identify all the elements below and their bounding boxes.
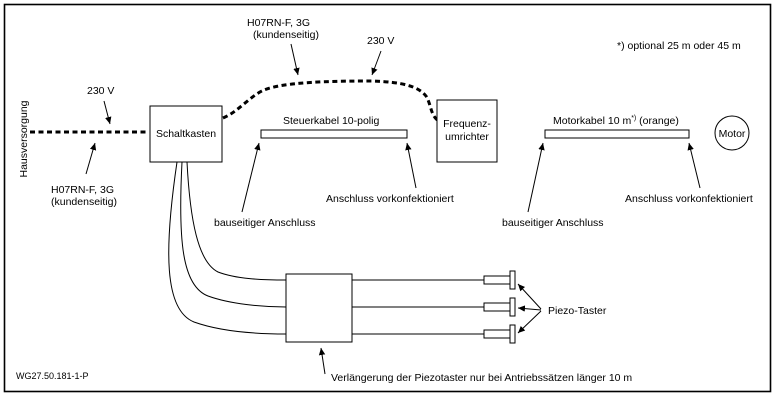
cable-left-type: H07RN-F, 3G xyxy=(51,184,114,196)
motor-cable-text: Motorkabel 10 m xyxy=(553,115,631,127)
site-connection-label-1: bauseitiger Anschluss xyxy=(214,217,316,229)
extension-box xyxy=(285,273,353,343)
piezo-button-3 xyxy=(483,324,516,344)
piezo-arrow-3 xyxy=(517,310,542,334)
extension-note: Verlängerung der Piezotaster nur bei Ant… xyxy=(331,372,632,384)
motor-cable xyxy=(544,129,690,139)
piezo-buttons-label: Piezo-Taster xyxy=(548,305,607,317)
piezo-cable-1 xyxy=(186,161,287,281)
piezo-cable-2 xyxy=(180,161,287,308)
site-connection-arrow-2 xyxy=(527,142,545,213)
optional-length-note: *) optional 25 m oder 45 m xyxy=(617,40,741,52)
piezo-button-1 xyxy=(483,270,516,290)
house-supply-label: Hausversorgung xyxy=(18,100,30,177)
control-cable xyxy=(260,129,408,139)
preassembled-arrow-1 xyxy=(405,142,417,189)
motor-cable-label: Motorkabel 10 m*) (orange) xyxy=(553,115,679,127)
voltage-top-arrow xyxy=(371,50,382,76)
diagram-frame xyxy=(3,3,772,393)
frequency-converter xyxy=(436,99,498,163)
power-cable-converter xyxy=(222,79,441,124)
site-connection-label-2: bauseitiger Anschluss xyxy=(502,217,604,229)
converter-label-line2: umrichter xyxy=(445,131,489,143)
cable-top-type: H07RN-F, 3G xyxy=(247,17,310,29)
cable-top-arrow xyxy=(290,43,300,76)
site-connection-arrow-1 xyxy=(241,142,261,213)
extension-note-arrow xyxy=(318,347,326,375)
preassembled-arrow-2 xyxy=(687,142,701,189)
motor-symbol xyxy=(714,115,750,151)
piezo-arrow-1 xyxy=(517,283,542,310)
converter-label-line1: Frequenz- xyxy=(443,118,491,130)
cable-left-arrow xyxy=(85,142,97,175)
voltage-left-label: 230 V xyxy=(87,85,114,97)
piezo-button-2 xyxy=(483,297,516,317)
cable-left-note: (kundenseitig) xyxy=(51,196,117,208)
drawing-id: WG27.50.181-1-P xyxy=(16,371,89,381)
motor-cable-color: (orange) xyxy=(636,115,679,127)
switch-box-label: Schaltkasten xyxy=(156,128,216,140)
voltage-top-label: 230 V xyxy=(367,35,394,47)
motor-label: Motor xyxy=(719,128,746,140)
cable-top-note: (kundenseitig) xyxy=(253,29,319,41)
piezo-arrow-2 xyxy=(517,305,542,312)
control-cable-label: Steuerkabel 10-polig xyxy=(283,115,379,127)
preassembled-label-1: Anschluss vorkonfektioniert xyxy=(326,193,454,205)
voltage-left-arrow xyxy=(103,100,112,125)
piezo-cable-3 xyxy=(168,161,287,335)
motor-cable-footnote: *) xyxy=(631,115,636,122)
preassembled-label-2: Anschluss vorkonfektioniert xyxy=(625,193,753,205)
switch-box xyxy=(149,105,223,163)
